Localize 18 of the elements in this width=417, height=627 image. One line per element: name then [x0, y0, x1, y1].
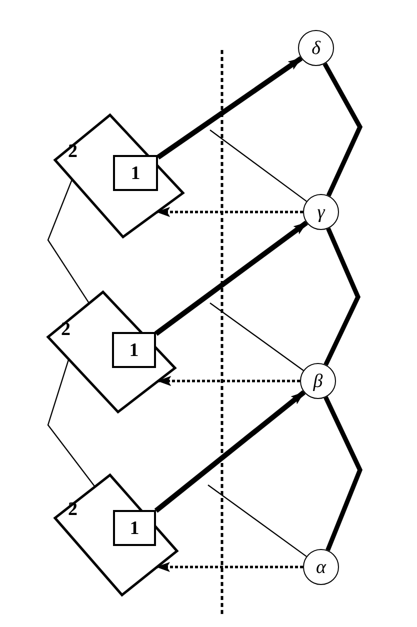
connector-line: [208, 484, 307, 557]
state-circle: δ: [298, 30, 334, 66]
state-circle: β: [300, 363, 336, 399]
state-circle: γ: [303, 194, 339, 230]
arrow: [157, 376, 300, 386]
arrow: [156, 207, 303, 217]
connector-line: [47, 179, 90, 304]
connector-line: [324, 228, 361, 366]
arrow: [154, 390, 306, 513]
connector-line: [324, 396, 362, 552]
arrow: [156, 56, 303, 160]
connector-line: [210, 302, 304, 371]
connector-line: [47, 358, 96, 488]
state-circle: α: [303, 549, 339, 585]
arrow: [154, 220, 308, 336]
connector-line: [210, 130, 307, 202]
connector-line: [322, 62, 363, 197]
arrow: [156, 562, 303, 572]
